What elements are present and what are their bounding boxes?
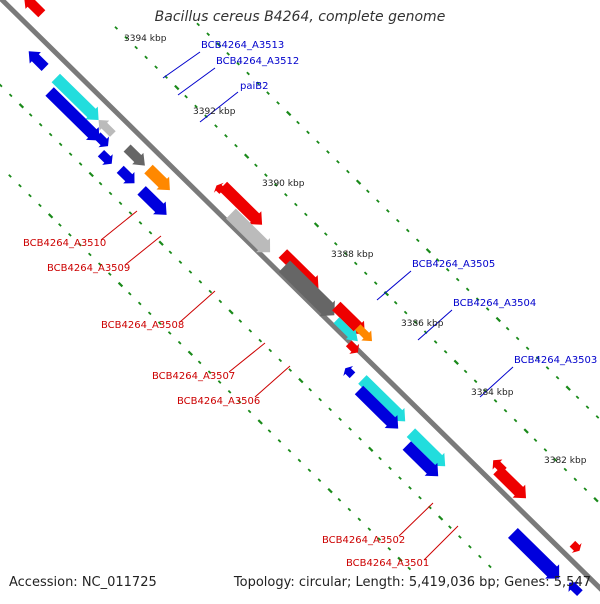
accession-text: Accession: NC_011725 bbox=[9, 575, 157, 590]
leader-line-8 bbox=[179, 290, 216, 323]
gene-arrow-7[interactable] bbox=[97, 150, 113, 165]
gene-arrow-12[interactable] bbox=[213, 182, 225, 194]
gene-label-BCB4264_A3510[interactable]: BCB4264_A3510 bbox=[23, 238, 106, 249]
gene-arrow-8[interactable] bbox=[123, 144, 145, 166]
gene-label-BCB4264_A3505[interactable]: BCB4264_A3505 bbox=[412, 259, 495, 270]
gene-arrow-22[interactable] bbox=[358, 375, 406, 422]
gene-arrow-11[interactable] bbox=[137, 186, 167, 215]
gene-label-BCB4264_A3509[interactable]: BCB4264_A3509 bbox=[47, 263, 130, 274]
leader-line-0 bbox=[162, 51, 201, 79]
gene-arrow-28[interactable] bbox=[508, 528, 560, 579]
gene-arrow-10[interactable] bbox=[144, 164, 170, 191]
gene-arrow-23[interactable] bbox=[354, 385, 399, 429]
gene-label-BCB4264_A3501[interactable]: BCB4264_A3501 bbox=[346, 558, 429, 569]
gene-label-BCB4264_A3506[interactable]: BCB4264_A3506 bbox=[177, 396, 260, 407]
leader-line-7 bbox=[124, 235, 162, 266]
gene-arrow-20[interactable] bbox=[345, 340, 360, 354]
gene-label-BCB4264_A3508[interactable]: BCB4264_A3508 bbox=[101, 320, 184, 331]
leader-line-11 bbox=[398, 502, 434, 537]
gene-label-BCB4264_A3507[interactable]: BCB4264_A3507 bbox=[152, 371, 235, 382]
leader-line-12 bbox=[423, 525, 459, 561]
gene-arrow-5[interactable] bbox=[98, 120, 116, 137]
gene-arrow-14[interactable] bbox=[226, 208, 271, 253]
gene-label-BCB4264_A3502[interactable]: BCB4264_A3502 bbox=[322, 535, 405, 546]
gene-arrow-18[interactable] bbox=[333, 317, 358, 342]
gene-arrow-4[interactable] bbox=[45, 87, 100, 141]
tick-line-0 bbox=[196, 22, 600, 419]
scale-label-3386: 3386 kbp bbox=[401, 319, 444, 329]
leader-line-6 bbox=[100, 210, 138, 241]
genome-summary-text: Topology: circular; Length: 5,419,036 bp… bbox=[233, 575, 591, 590]
leader-line-3 bbox=[376, 270, 412, 301]
scale-label-3388: 3388 kbp bbox=[331, 250, 374, 260]
scale-label-3392: 3392 kbp bbox=[193, 107, 236, 117]
map-title: Bacillus cereus B4264, complete genome bbox=[154, 9, 446, 25]
gene-arrow-2[interactable] bbox=[28, 51, 49, 71]
gene-arrow-29[interactable] bbox=[569, 540, 582, 553]
gene-arrow-30[interactable] bbox=[568, 581, 583, 596]
leader-line-2 bbox=[199, 91, 239, 123]
leader-line-4 bbox=[417, 309, 453, 341]
tick-line-1 bbox=[114, 26, 599, 503]
gene-arrow-9[interactable] bbox=[116, 165, 135, 184]
leader-line-5 bbox=[479, 366, 514, 398]
gene-arrow-27[interactable] bbox=[493, 465, 526, 499]
scale-label-3382: 3382 kbp bbox=[544, 456, 587, 466]
scale-label-3390: 3390 kbp bbox=[262, 179, 305, 189]
gene-arrow-1[interactable] bbox=[24, 0, 46, 18]
tick-line-2 bbox=[0, 83, 492, 569]
gene-arrow-25[interactable] bbox=[402, 441, 439, 477]
tick-marks bbox=[0, 22, 600, 571]
leader-line-10 bbox=[254, 365, 291, 398]
gene-label-BCB4264_A3513[interactable]: BCB4264_A3513 bbox=[201, 40, 284, 51]
gene-label-paiB2[interactable]: paiB2 bbox=[240, 81, 268, 92]
gene-arrow-3[interactable] bbox=[51, 73, 99, 120]
leader-line-9 bbox=[228, 342, 266, 373]
gene-label-BCB4264_A3512[interactable]: BCB4264_A3512 bbox=[216, 56, 299, 67]
gene-arrow-6[interactable] bbox=[94, 132, 109, 148]
leader-line-1 bbox=[177, 67, 216, 96]
tick-line-3 bbox=[8, 174, 412, 571]
gene-arrow-15[interactable] bbox=[278, 249, 319, 289]
gene-features bbox=[24, 0, 583, 596]
label-leader-lines bbox=[100, 51, 514, 561]
gene-label-BCB4264_A3504[interactable]: BCB4264_A3504 bbox=[453, 298, 536, 309]
gene-arrow-17[interactable] bbox=[332, 301, 365, 335]
scale-label-3394: 3394 kbp bbox=[124, 34, 167, 44]
scale-label-3384: 3384 kbp bbox=[471, 388, 514, 398]
gene-arrow-13[interactable] bbox=[218, 181, 263, 225]
gene-label-BCB4264_A3503[interactable]: BCB4264_A3503 bbox=[514, 355, 597, 366]
gene-arrow-24[interactable] bbox=[406, 428, 446, 467]
gene-arrow-16[interactable] bbox=[278, 260, 335, 317]
gene-arrow-21[interactable] bbox=[343, 366, 356, 379]
gene-arrow-19[interactable] bbox=[354, 324, 372, 342]
